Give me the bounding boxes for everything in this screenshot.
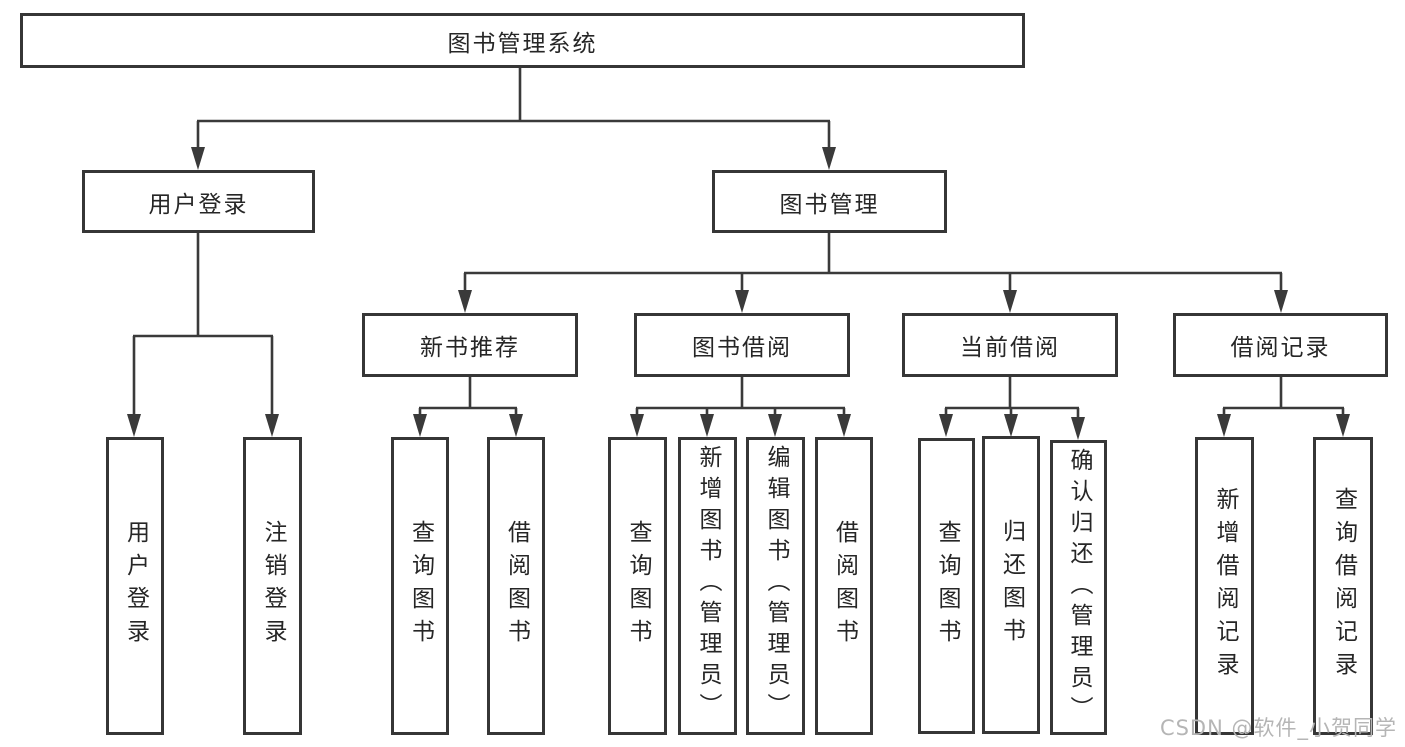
leaf-user-login: 用户登录 bbox=[106, 437, 164, 735]
node-label: 借阅记录 bbox=[1230, 335, 1331, 361]
leaf-label: 查询借阅记录 bbox=[1330, 487, 1357, 685]
leaf-label: 查询图书 bbox=[407, 520, 434, 652]
node-book-borrow: 图书借阅 bbox=[634, 313, 850, 377]
leaf-logout: 注销登录 bbox=[243, 437, 302, 735]
leaf-label: 确认归还（管理员） bbox=[1066, 448, 1092, 727]
node-label: 新书推荐 bbox=[420, 335, 520, 361]
node-borrow-records: 借阅记录 bbox=[1173, 313, 1388, 377]
leaf-confirm-return-admin: 确认归还（管理员） bbox=[1050, 440, 1107, 735]
leaf-label: 用户登录 bbox=[122, 520, 149, 652]
leaf-return-book: 归还图书 bbox=[982, 436, 1040, 734]
leaf-label: 查询图书 bbox=[934, 520, 960, 652]
node-new-book-recommend: 新书推荐 bbox=[362, 313, 578, 377]
leaf-query-books: 查询图书 bbox=[608, 437, 667, 735]
leaf-label: 借阅图书 bbox=[503, 520, 530, 652]
leaf-borrow-books: 借阅图书 bbox=[487, 437, 545, 735]
leaf-edit-book-admin: 编辑图书（管理员） bbox=[746, 437, 805, 735]
leaf-query-books: 查询图书 bbox=[391, 437, 449, 735]
leaf-label: 新增图书（管理员） bbox=[695, 445, 721, 724]
node-root: 图书管理系统 bbox=[20, 13, 1025, 68]
node-label: 用户登录 bbox=[148, 191, 249, 218]
leaf-label: 新增借阅记录 bbox=[1212, 487, 1238, 685]
node-user-login-branch: 用户登录 bbox=[82, 170, 315, 233]
leaf-label: 借阅图书 bbox=[831, 520, 858, 652]
csdn-watermark: CSDN @软件_小贺同学 bbox=[1159, 716, 1397, 740]
leaf-add-book-admin: 新增图书（管理员） bbox=[678, 437, 737, 735]
leaf-borrow-books: 借阅图书 bbox=[815, 437, 873, 735]
leaf-query-borrow-record: 查询借阅记录 bbox=[1313, 437, 1373, 735]
node-current-borrow: 当前借阅 bbox=[902, 313, 1118, 377]
node-book-management-branch: 图书管理 bbox=[712, 170, 947, 233]
leaf-label: 注销登录 bbox=[260, 520, 286, 652]
leaf-query-books: 查询图书 bbox=[918, 438, 975, 734]
leaf-label: 归还图书 bbox=[998, 519, 1025, 651]
leaf-label: 编辑图书（管理员） bbox=[763, 445, 789, 724]
node-label: 图书管理 bbox=[779, 191, 880, 218]
leaf-add-borrow-record: 新增借阅记录 bbox=[1195, 437, 1254, 735]
node-label: 图书借阅 bbox=[692, 335, 792, 361]
leaf-label: 查询图书 bbox=[625, 520, 651, 652]
node-root-label: 图书管理系统 bbox=[447, 30, 598, 57]
node-label: 当前借阅 bbox=[960, 335, 1060, 361]
